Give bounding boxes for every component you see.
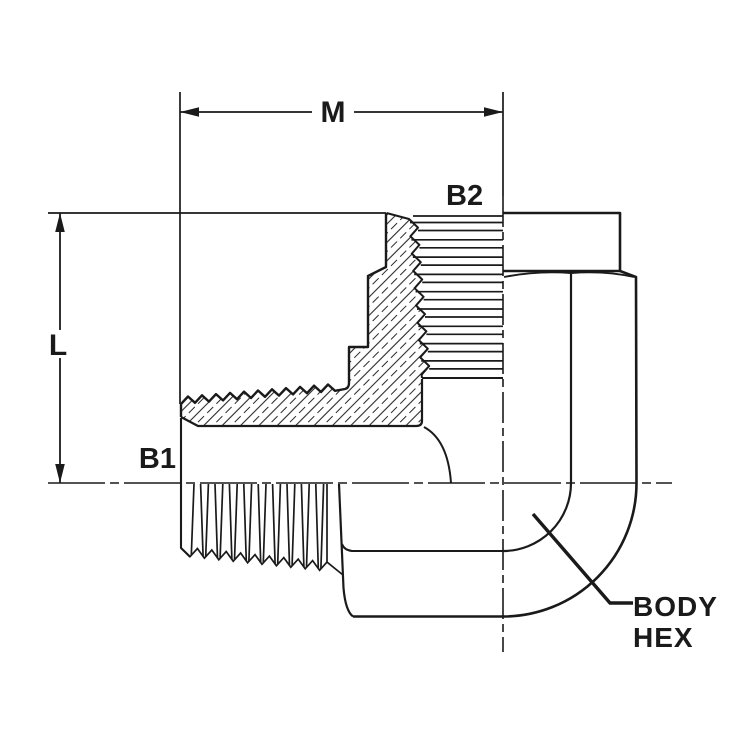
shoulder-face [337, 483, 354, 618]
body-hex-callout: BODY HEX [531, 512, 718, 653]
body-hex-label-line1: BODY [633, 591, 718, 622]
b2-label: B2 [446, 180, 483, 212]
hex-base-edge [341, 543, 503, 552]
male-threads [180, 483, 344, 576]
l-arrow-top [55, 213, 65, 232]
outer-profile [179, 213, 388, 417]
dimension-m: M [179, 92, 503, 404]
passage-curve [423, 426, 452, 484]
elbow-inner-arc [502, 482, 573, 553]
m-arrow-right [484, 107, 503, 117]
m-label: M [321, 96, 346, 129]
female-threads [410, 215, 503, 370]
body-hex-label-line2: HEX [633, 622, 694, 653]
section-fill [181, 213, 430, 426]
hex-chamfer-arcs [503, 271, 635, 278]
dimension-l: L [44, 212, 386, 483]
l-arrow-bottom [55, 464, 65, 483]
m-label-mask [312, 98, 354, 125]
l-label: L [49, 329, 67, 362]
m-arrow-left [180, 107, 199, 117]
bore-walls [180, 379, 424, 428]
leader-line [531, 512, 633, 605]
collar-outline [503, 211, 622, 271]
hatch-section [181, 213, 430, 426]
hex-body [337, 211, 638, 618]
l-label-mask [44, 330, 74, 358]
male-tip-face [179, 418, 191, 558]
b1-label: B1 [139, 443, 176, 475]
hex-silhouette [353, 269, 638, 618]
